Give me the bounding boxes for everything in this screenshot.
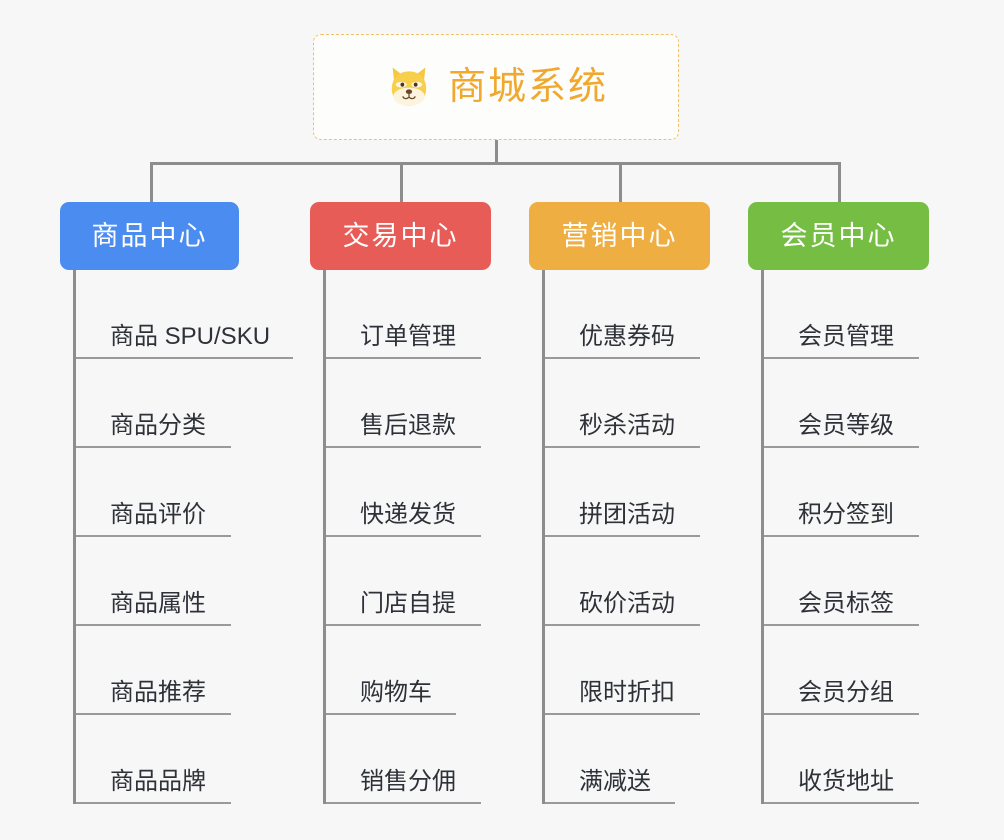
leaf-item[interactable]: 收货地址 [764, 715, 929, 804]
leaf-item-label: 商品品牌 [110, 768, 206, 795]
leaf-item[interactable]: 会员分组 [764, 626, 929, 715]
leaf-underline [764, 802, 919, 804]
leaf-item[interactable]: 商品推荐 [76, 626, 270, 715]
leaf-underline [326, 713, 456, 715]
leaf-item-label: 收货地址 [798, 768, 894, 795]
leaf-item[interactable]: 门店自提 [326, 537, 491, 626]
leaf-item-label: 快递发货 [360, 501, 456, 528]
leaf-list-member-center: 会员管理 会员等级 积分签到 会员标签 会员分组 收货地址 [761, 270, 929, 804]
leaf-item-label: 门店自提 [360, 590, 456, 617]
connector-drop-3 [838, 162, 841, 202]
category-label: 交易中心 [342, 220, 459, 251]
leaf-item[interactable]: 商品属性 [76, 537, 270, 626]
leaf-item-label: 砍价活动 [579, 590, 675, 617]
leaf-item-label: 销售分佣 [360, 768, 456, 795]
leaf-underline [764, 535, 919, 537]
leaf-underline [545, 713, 700, 715]
leaf-underline [764, 624, 919, 626]
leaf-item-label: 购物车 [360, 679, 432, 706]
leaf-item-label: 满减送 [579, 768, 651, 795]
leaf-item[interactable]: 购物车 [326, 626, 491, 715]
leaf-item[interactable]: 商品 SPU/SKU [76, 270, 293, 359]
leaf-underline [326, 535, 481, 537]
connector-drop-2 [619, 162, 622, 202]
leaf-item[interactable]: 快递发货 [326, 448, 491, 537]
leaf-item-label: 优惠券码 [579, 323, 675, 350]
leaf-item-label: 商品推荐 [110, 679, 206, 706]
connector-drop-0 [150, 162, 153, 202]
connector-root-stem [495, 140, 498, 164]
category-box-marketing-center[interactable]: 营销中心 [529, 202, 710, 270]
leaf-item[interactable]: 砍价活动 [545, 537, 710, 626]
leaf-underline [545, 357, 700, 359]
leaf-item-label: 商品 SPU/SKU [110, 323, 271, 350]
category-box-trade-center[interactable]: 交易中心 [310, 202, 491, 270]
leaf-underline [545, 535, 700, 537]
category-label: 会员中心 [780, 220, 897, 251]
shiba-dog-face-icon [391, 67, 427, 106]
leaf-item[interactable]: 销售分佣 [326, 715, 491, 804]
leaf-item-label: 限时折扣 [579, 679, 675, 706]
leaf-item[interactable]: 优惠券码 [545, 270, 710, 359]
leaf-item[interactable]: 满减送 [545, 715, 710, 804]
leaf-item[interactable]: 商品分类 [76, 359, 270, 448]
category-label: 商品中心 [91, 220, 208, 251]
leaf-item[interactable]: 秒杀活动 [545, 359, 710, 448]
leaf-underline [326, 357, 481, 359]
leaf-item-label: 商品评价 [110, 501, 206, 528]
leaf-underline [326, 802, 481, 804]
leaf-item[interactable]: 会员管理 [764, 270, 929, 359]
root-node-title: 商城系统 [447, 66, 608, 108]
category-box-product-center[interactable]: 商品中心 [60, 202, 239, 270]
branch-column-marketing-center: 营销中心 优惠券码 秒杀活动 拼团活动 砍价活动 限时折扣 [529, 202, 710, 804]
leaf-item[interactable]: 限时折扣 [545, 626, 710, 715]
root-node-mall-system[interactable]: 商城系统 [313, 34, 679, 140]
leaf-item[interactable]: 售后退款 [326, 359, 491, 448]
leaf-underline [76, 357, 293, 359]
category-label: 营销中心 [561, 220, 678, 251]
leaf-underline [545, 624, 700, 626]
leaf-item-label: 售后退款 [360, 412, 456, 439]
leaf-item-label: 商品分类 [110, 412, 206, 439]
leaf-item-label: 会员标签 [798, 590, 894, 617]
leaf-item[interactable]: 商品品牌 [76, 715, 270, 804]
leaf-item[interactable]: 拼团活动 [545, 448, 710, 537]
branch-column-member-center: 会员中心 会员管理 会员等级 积分签到 会员标签 会员分组 [748, 202, 929, 804]
leaf-underline [545, 446, 700, 448]
leaf-item[interactable]: 订单管理 [326, 270, 491, 359]
leaf-underline [326, 446, 481, 448]
leaf-item[interactable]: 商品评价 [76, 448, 270, 537]
leaf-item-label: 订单管理 [360, 323, 456, 350]
category-box-member-center[interactable]: 会员中心 [748, 202, 929, 270]
leaf-item-label: 会员分组 [798, 679, 894, 706]
leaf-item[interactable]: 会员等级 [764, 359, 929, 448]
leaf-item[interactable]: 会员标签 [764, 537, 929, 626]
leaf-underline [545, 802, 675, 804]
leaf-underline [76, 535, 231, 537]
leaf-item-label: 秒杀活动 [579, 412, 675, 439]
branch-column-product-center: 商品中心 商品 SPU/SKU 商品分类 商品评价 商品属性 商品推荐 [60, 202, 293, 804]
leaf-underline [326, 624, 481, 626]
leaf-item-label: 拼团活动 [579, 501, 675, 528]
leaf-underline [764, 713, 919, 715]
leaf-item-label: 积分签到 [798, 501, 894, 528]
leaf-underline [76, 624, 231, 626]
leaf-item-label: 商品属性 [110, 590, 206, 617]
connector-drop-1 [400, 162, 403, 202]
leaf-list-marketing-center: 优惠券码 秒杀活动 拼团活动 砍价活动 限时折扣 满减送 [542, 270, 710, 804]
leaf-list-product-center: 商品 SPU/SKU 商品分类 商品评价 商品属性 商品推荐 商品品牌 [73, 270, 293, 804]
leaf-underline [764, 357, 919, 359]
leaf-item[interactable]: 积分签到 [764, 448, 929, 537]
leaf-list-trade-center: 订单管理 售后退款 快递发货 门店自提 购物车 销售分佣 [323, 270, 491, 804]
connector-horizontal-bus [150, 162, 840, 165]
leaf-item-label: 会员管理 [798, 323, 894, 350]
leaf-underline [76, 713, 231, 715]
leaf-underline [764, 446, 919, 448]
branch-column-trade-center: 交易中心 订单管理 售后退款 快递发货 门店自提 购物车 [310, 202, 491, 804]
leaf-underline [76, 802, 231, 804]
leaf-item-label: 会员等级 [798, 412, 894, 439]
leaf-underline [76, 446, 231, 448]
